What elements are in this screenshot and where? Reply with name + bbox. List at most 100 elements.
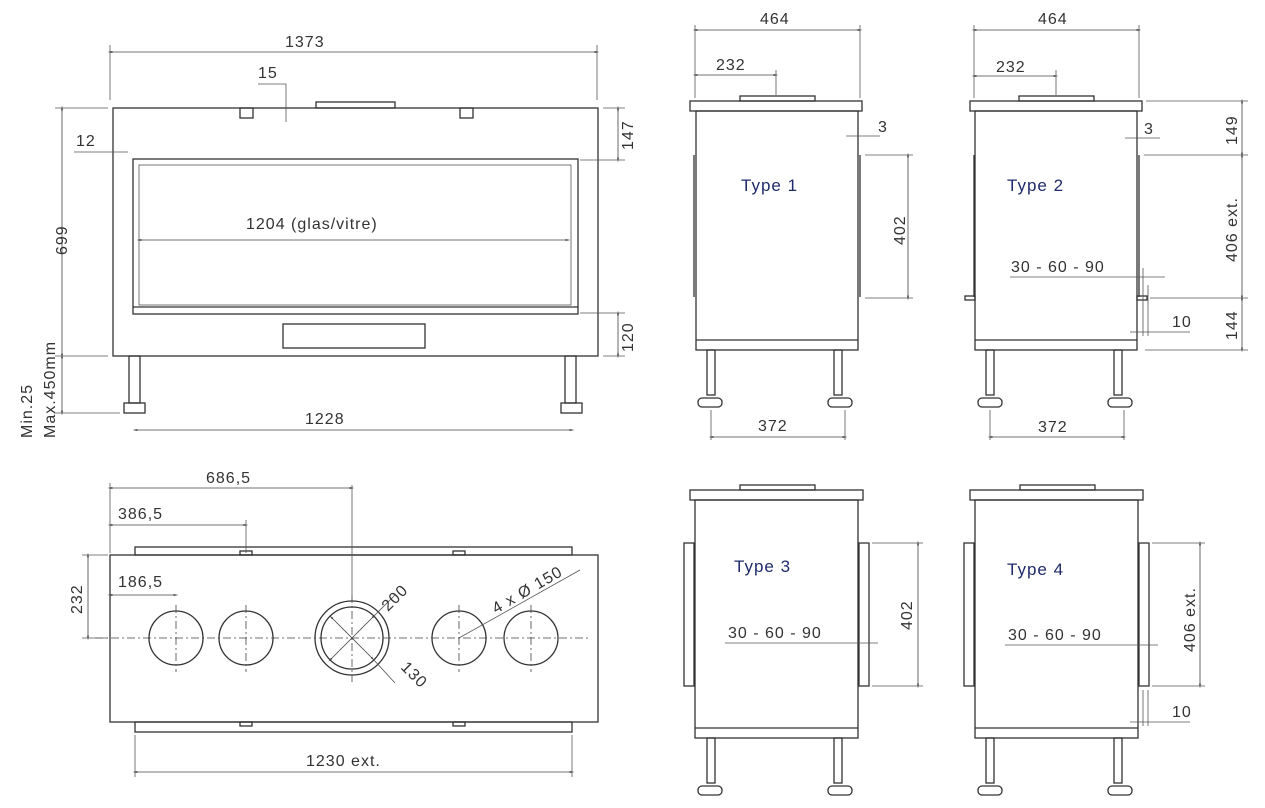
dim-side-offset: 12 <box>76 133 96 150</box>
dim-top-band: 149 <box>1224 115 1241 145</box>
dim-flue-offset: 232 <box>716 57 746 74</box>
outline-shape <box>977 785 1003 796</box>
outline-shape <box>459 107 474 119</box>
options-label: 30 - 60 - 90 <box>1011 259 1105 276</box>
outline-shape <box>1107 397 1133 408</box>
outline-shape <box>1113 349 1123 396</box>
dim-panel-height: 402 <box>892 215 909 245</box>
outline-shape <box>1113 737 1123 784</box>
side-view-type-4: Type 4 406 ext. 30 - 60 - 90 10 <box>963 484 1205 796</box>
outline-shape <box>833 737 843 784</box>
dim-small-gap: 10 <box>1172 314 1192 331</box>
dim-gap: 3 <box>878 119 888 136</box>
outline-shape <box>827 785 853 796</box>
outline-shape <box>697 785 723 796</box>
dim-width: 464 <box>1038 11 1068 28</box>
side-view-type-2: 464 232 3 149 406 ext. 144 Type 2 30 - 6… <box>964 11 1248 440</box>
outline-shape <box>739 95 816 102</box>
outline-shape <box>697 397 723 408</box>
outline-shape <box>985 349 995 396</box>
outline-shape <box>739 484 816 491</box>
outline-shape <box>109 554 599 723</box>
extension-line <box>138 164 572 306</box>
outline-shape <box>689 100 863 112</box>
dim-height-total: 699 <box>54 225 71 255</box>
top-view: 200 130 4 x Ø 150 686,5 386,5 186,5 232 … <box>69 470 599 777</box>
front-view: 1373 15 12 699 Min.25 Max.450mm 1204 (gl… <box>19 34 637 438</box>
glass-frame <box>132 158 579 315</box>
air-grille <box>282 323 426 349</box>
dim-bottom-band: 120 <box>620 322 637 352</box>
dimension-line <box>329 615 375 661</box>
options-label: 30 - 60 - 90 <box>728 625 822 642</box>
dim-leg-spacing: 1228 <box>305 411 345 428</box>
outline-shape <box>964 295 976 301</box>
outline-shape <box>833 349 843 396</box>
outline-shape <box>694 499 859 739</box>
dim-panel-height: 402 <box>899 600 916 630</box>
outline-shape <box>827 397 853 408</box>
dim-depth: 232 <box>69 584 86 614</box>
outline-shape <box>239 721 253 727</box>
outline-shape <box>128 355 141 404</box>
legs <box>123 355 583 414</box>
outline-shape <box>452 721 466 727</box>
dim-first: 186,5 <box>118 574 163 591</box>
dim-center: 686,5 <box>206 470 251 487</box>
dim-main-flue: 200 <box>379 582 412 615</box>
outline-shape <box>695 110 859 351</box>
type-label: Type 1 <box>741 176 798 195</box>
extension-line <box>258 83 287 122</box>
side-view-type-3: Type 3 402 30 - 60 - 90 <box>683 484 923 796</box>
outline-shape <box>134 721 573 733</box>
outline-shape <box>985 737 995 784</box>
dim-width-ext: 1230 ext. <box>306 753 381 770</box>
dim-bottom-band: 144 <box>1224 310 1241 340</box>
dim-width-total: 1373 <box>285 34 325 51</box>
dim-small-flues: 4 x Ø 150 <box>490 564 566 618</box>
outline-shape <box>977 397 1003 408</box>
outline-shape <box>706 349 716 396</box>
outline-shape <box>963 542 975 687</box>
outline-shape <box>560 402 583 414</box>
outline-shape <box>1136 295 1148 301</box>
dim-width: 464 <box>760 11 790 28</box>
dim-flue-offset: 232 <box>996 59 1026 76</box>
outline-shape <box>123 402 146 414</box>
outline-shape <box>1019 484 1096 491</box>
outline-shape <box>564 355 577 404</box>
dim-panel-height: 406 ext. <box>1224 197 1241 262</box>
flue-collar <box>315 101 396 109</box>
dim-small-gap: 10 <box>1172 704 1192 721</box>
dim-leg-spacing: 372 <box>758 418 788 435</box>
outline-shape <box>969 100 1143 112</box>
outline-shape <box>706 737 716 784</box>
extension-line <box>373 594 396 617</box>
outline-shape <box>1107 785 1133 796</box>
type-label: Type 2 <box>1007 176 1064 195</box>
outline-shape <box>969 489 1144 501</box>
dim-glass-width: 1204 (glas/vitre) <box>246 216 378 233</box>
outline-shape <box>974 110 1138 351</box>
outline-shape <box>134 546 573 556</box>
dim-inner-flue: 130 <box>397 659 430 692</box>
dim-panel-height: 406 ext. <box>1182 587 1199 652</box>
dim-second: 386,5 <box>118 506 163 523</box>
outline-shape <box>1138 542 1150 687</box>
dim-top-band: 147 <box>620 120 637 150</box>
type-label: Type 3 <box>734 557 791 576</box>
extension-line <box>372 658 396 684</box>
dim-gap: 3 <box>1144 121 1154 138</box>
options-label: 30 - 60 - 90 <box>1008 627 1102 644</box>
type-label: Type 4 <box>1007 560 1064 579</box>
leg-min: Min.25 <box>19 384 36 438</box>
side-view-type-1: 464 232 3 402 Type 1 372 <box>689 11 913 440</box>
leg-max: Max.450mm <box>42 341 59 438</box>
outline-shape <box>689 489 864 501</box>
outline-shape <box>239 107 254 119</box>
outline-shape <box>1018 95 1095 102</box>
outline-shape <box>858 542 870 687</box>
outline-shape <box>974 499 1139 739</box>
dim-leg-spacing: 372 <box>1038 419 1068 436</box>
